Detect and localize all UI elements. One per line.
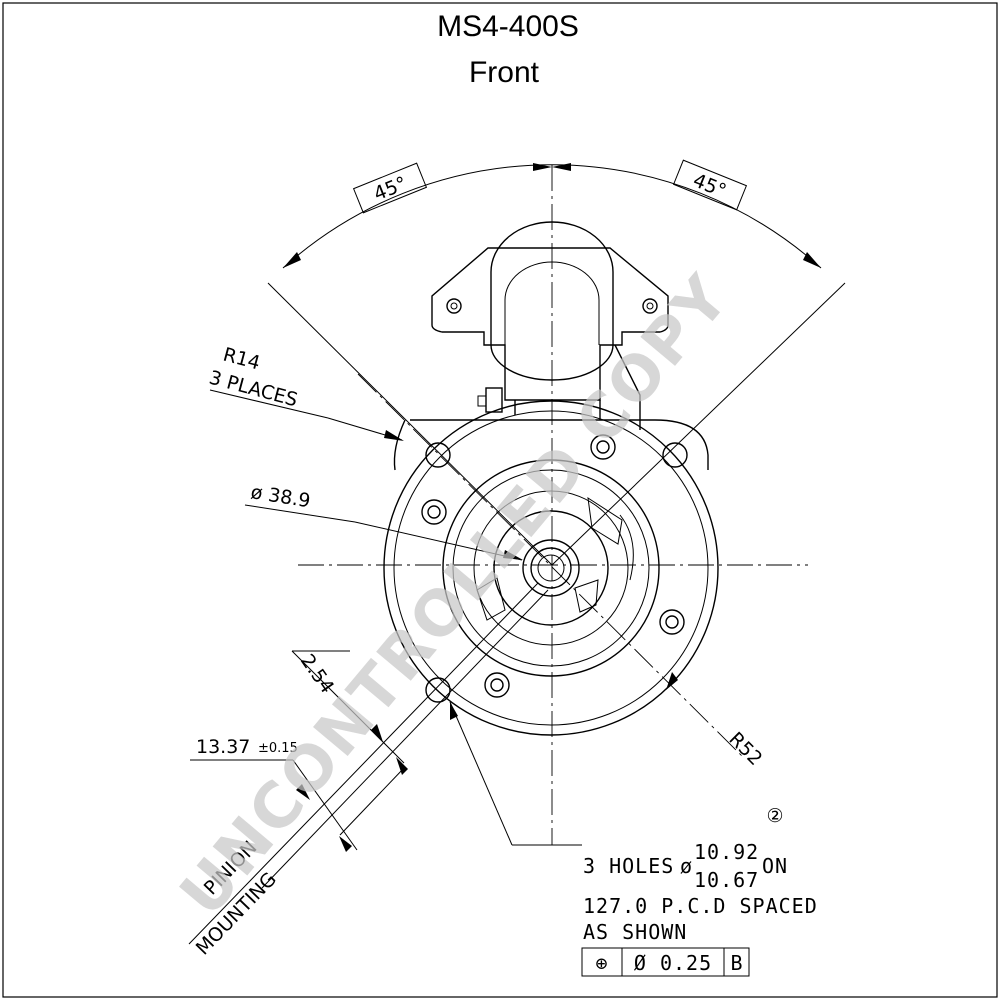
- pinion-inner: [537, 554, 565, 582]
- solenoid-flange: [431, 247, 669, 401]
- solenoid-mount: [514, 344, 641, 430]
- r52-arrow: [666, 672, 678, 690]
- offset-main-tolerance: ±0.15: [258, 741, 298, 756]
- mounting-holes: [421, 434, 688, 703]
- tolerance-value: Ø 0.25: [634, 951, 712, 975]
- angle-arrow-top-right: [552, 163, 571, 171]
- angle-right-box: [672, 159, 748, 211]
- slot-lower-right: [574, 579, 599, 613]
- housing-mid-2: [452, 469, 650, 667]
- angle-arc: [282, 164, 822, 269]
- ear-hole-top-left: [425, 442, 451, 468]
- slot-lower-left: [476, 577, 506, 621]
- drawing-title: MS4-400S: [437, 10, 579, 43]
- holes-leader: [449, 701, 582, 846]
- angle-arrow-right: [803, 252, 821, 268]
- bolt-right-outer: [659, 609, 685, 635]
- holes-leader-arrow: [450, 702, 458, 720]
- pinion-dia-underline: [244, 504, 356, 523]
- note-line1-prefix: 3 HOLES: [583, 854, 674, 878]
- solenoid-body-lower: [490, 330, 614, 381]
- offset-main-arrow-a: [296, 784, 310, 800]
- pinion-line: [261, 589, 549, 889]
- holes-leader-line: [449, 701, 513, 846]
- angle-arrow-left: [283, 252, 301, 268]
- note-line1-suffix: ON: [762, 854, 788, 878]
- center-lines: [298, 165, 808, 845]
- bolt-upper-inner: [596, 440, 610, 454]
- pinion-outer: [522, 539, 580, 597]
- bracket-curve: [619, 514, 634, 581]
- housing-outer-2: [393, 410, 709, 726]
- bolt-left-outer: [421, 499, 447, 525]
- offset-main-arrow-b: [339, 836, 352, 852]
- note-dia-upper: 10.92: [694, 840, 759, 864]
- ear-hole-top-right: [662, 442, 688, 468]
- pinion-mid: [530, 547, 572, 589]
- ear-left-edge: [393, 419, 406, 471]
- tolerance-frame: ⊕ Ø 0.25 B: [581, 947, 750, 977]
- solenoid-bolt-right: [642, 298, 658, 314]
- pinion-dia-arrow: [503, 550, 523, 560]
- solenoid-bolt-left-core: [450, 302, 458, 310]
- offset-main-value: 13.37: [196, 736, 250, 758]
- note-line2: 127.0 P.C.D SPACED: [583, 894, 818, 918]
- datum-reference: B: [730, 951, 743, 975]
- bolt-upper: [590, 434, 616, 460]
- pinion-dia-leader: [354, 521, 523, 561]
- body-top-edge: [410, 419, 709, 470]
- slot-upper-right: [587, 496, 623, 545]
- terminal-nut: [477, 395, 487, 407]
- housing-outer: [383, 400, 719, 736]
- bolt-left-inner: [427, 505, 441, 519]
- r14-underline: [209, 389, 329, 419]
- bolt-bottom-inner: [490, 678, 504, 692]
- solenoid-bolt-left: [446, 298, 462, 314]
- angle-arrow-top-left: [533, 163, 552, 171]
- r14-dimension: R14 3 PLACES: [207, 344, 404, 441]
- pinion-dia-value: ø 38.9: [249, 481, 312, 512]
- view-label: Front: [469, 56, 540, 89]
- position-symbol: ⊕: [595, 951, 608, 975]
- diagonal-center-line: [357, 373, 743, 757]
- angle-right-value: 45°: [690, 169, 729, 202]
- holes-note: 3 HOLES ø 10.92 10.67 ON 127.0 P.C.D SPA…: [583, 840, 818, 944]
- bolt-right: [659, 609, 685, 635]
- solenoid-outline: [431, 221, 669, 430]
- bolt-upper-outer: [590, 434, 616, 460]
- tolerance-frame-box: [581, 947, 750, 977]
- angle-left-value: 45°: [371, 172, 410, 205]
- ear-hole-bottom-left: [425, 677, 451, 703]
- note-line3: AS SHOWN: [583, 920, 687, 944]
- angle-extension-left: [267, 282, 553, 566]
- bolt-left: [421, 499, 447, 525]
- solenoid-bolt-right-core: [646, 302, 654, 310]
- bolt-right-inner: [665, 615, 679, 629]
- offset-main-leader: [292, 759, 358, 851]
- housing-inner-2: [493, 510, 609, 626]
- note-dia-lower: 10.67: [694, 868, 759, 892]
- r52-value: R52: [724, 728, 766, 770]
- note-marker: ②: [766, 805, 783, 827]
- motor-body: [383, 400, 719, 736]
- r14-arrow: [384, 430, 404, 441]
- offset-small-arrow-a: [371, 724, 383, 742]
- solenoid-body-arc: [490, 221, 614, 330]
- angle-extension-right: [551, 282, 846, 566]
- offset-small-arrow-b: [396, 757, 408, 775]
- housing-mid: [442, 459, 660, 677]
- bolt-bottom: [484, 672, 510, 698]
- offset-small-ext: [291, 650, 405, 764]
- offset-main-ext: [339, 767, 405, 836]
- mounting-line: [188, 582, 539, 945]
- angle-left-box: [352, 162, 428, 214]
- angle-dimension: 45° 45°: [267, 159, 846, 566]
- bolt-bottom-outer: [484, 672, 510, 698]
- solenoid-inner: [504, 261, 600, 345]
- r52-dimension: R52: [666, 672, 766, 770]
- housing-inner: [473, 490, 629, 646]
- note-dia-symbol: ø: [680, 854, 693, 878]
